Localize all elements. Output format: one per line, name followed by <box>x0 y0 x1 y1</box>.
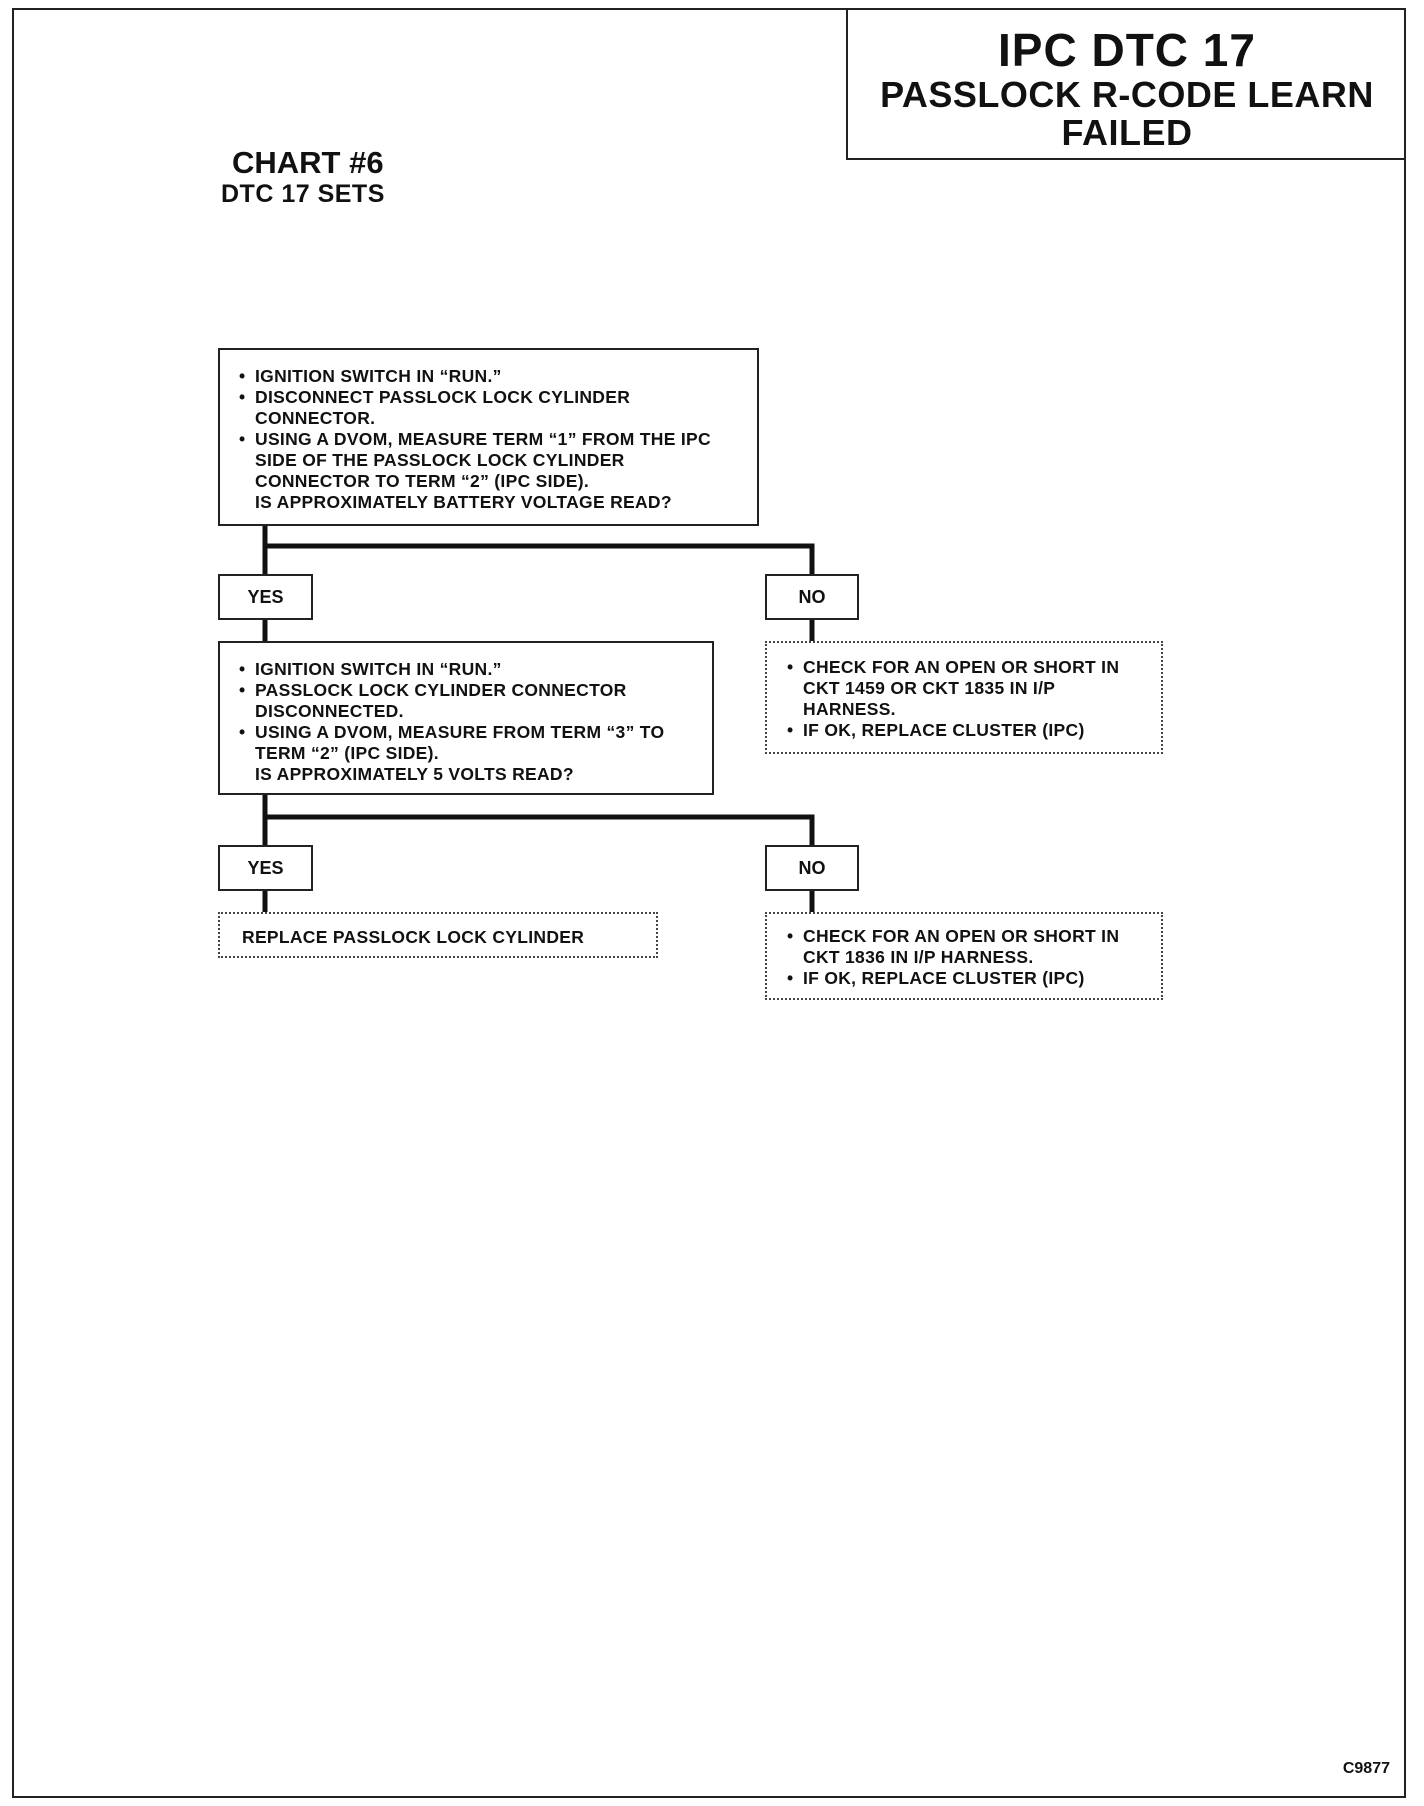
subtitle-line2: FAILED <box>1061 112 1193 153</box>
yes-label-1: YES <box>218 574 313 620</box>
no2-bullet-list: CHECK FOR AN OPEN OR SHORT IN CKT 1836 I… <box>785 926 1151 989</box>
yes2-result-box: REPLACE PASSLOCK LOCK CYLINDER <box>218 912 658 958</box>
step2-bullet: USING A DVOM, MEASURE FROM TERM “3” TO T… <box>237 722 698 764</box>
chart-subtitle: DTC 17 SETS <box>221 180 385 208</box>
title-block: IPC DTC 17 PASSLOCK R-CODE LEARN FAILED <box>846 8 1406 160</box>
step1-question: IS APPROXIMATELY BATTERY VOLTAGE READ? <box>255 492 672 512</box>
step2-bullet-list: IGNITION SWITCH IN “RUN.” PASSLOCK LOCK … <box>237 659 698 764</box>
no2-bullet: CHECK FOR AN OPEN OR SHORT IN CKT 1836 I… <box>785 926 1151 968</box>
main-title: IPC DTC 17 <box>998 24 1256 76</box>
step2-box: IGNITION SWITCH IN “RUN.” PASSLOCK LOCK … <box>218 641 714 795</box>
step1-bullet: DISCONNECT PASSLOCK LOCK CYLINDER CONNEC… <box>237 387 739 429</box>
yes2-result-text: REPLACE PASSLOCK LOCK CYLINDER <box>242 927 585 947</box>
no1-result-box: CHECK FOR AN OPEN OR SHORT IN CKT 1459 O… <box>765 641 1163 754</box>
chart-title: CHART #6 <box>232 145 384 180</box>
no-label-1: NO <box>765 574 859 620</box>
no-label-2: NO <box>765 845 859 891</box>
no1-bullet-list: CHECK FOR AN OPEN OR SHORT IN CKT 1459 O… <box>785 657 1151 741</box>
page-frame <box>12 8 1406 1798</box>
step2-bullet: PASSLOCK LOCK CYLINDER CONNECTOR DISCONN… <box>237 680 698 722</box>
figure-code: C9877 <box>1342 1760 1390 1777</box>
no2-bullet: IF OK, REPLACE CLUSTER (IPC) <box>785 968 1151 989</box>
subtitle-line1: PASSLOCK R-CODE LEARN <box>880 74 1374 115</box>
no1-bullet: IF OK, REPLACE CLUSTER (IPC) <box>785 720 1151 741</box>
yes-label-2: YES <box>218 845 313 891</box>
step1-box: IGNITION SWITCH IN “RUN.” DISCONNECT PAS… <box>218 348 759 526</box>
no1-bullet: CHECK FOR AN OPEN OR SHORT IN CKT 1459 O… <box>785 657 1151 720</box>
step2-question: IS APPROXIMATELY 5 VOLTS READ? <box>255 764 574 784</box>
step1-bullet: USING A DVOM, MEASURE TERM “1” FROM THE … <box>237 429 739 492</box>
step1-bullet: IGNITION SWITCH IN “RUN.” <box>237 366 739 387</box>
no2-result-box: CHECK FOR AN OPEN OR SHORT IN CKT 1836 I… <box>765 912 1163 1000</box>
step1-bullet-list: IGNITION SWITCH IN “RUN.” DISCONNECT PAS… <box>237 366 739 492</box>
step2-bullet: IGNITION SWITCH IN “RUN.” <box>237 659 698 680</box>
